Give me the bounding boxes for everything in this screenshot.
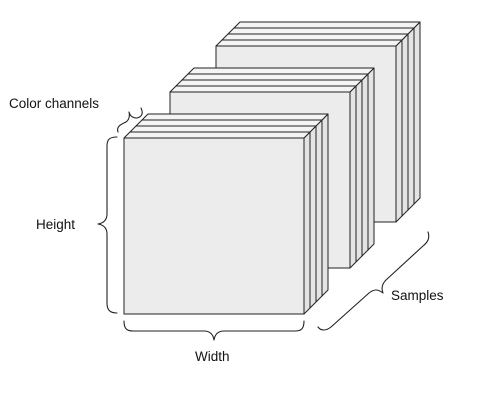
height-brace (97, 136, 118, 314)
width-label: Width (195, 349, 230, 364)
channel-sheet-side (361, 73, 369, 257)
channel-sheet-side (355, 79, 363, 263)
samples-label: Samples (391, 288, 444, 303)
samples-brace (317, 231, 430, 331)
channel-sheet-side (303, 131, 311, 315)
channel-sheet-top (227, 27, 415, 35)
channel-sheet-side (401, 33, 409, 217)
sample-1 (123, 113, 329, 315)
channel-sheet-top (135, 119, 323, 127)
color-channels-brace (117, 107, 143, 133)
channel-sheet-side (413, 21, 421, 205)
channel-sheet-top (221, 33, 409, 41)
channel-sheet-top (215, 39, 403, 47)
channel-sheet-side (309, 125, 317, 309)
channel-sheet-side (321, 113, 329, 297)
channel-sheet-side (315, 119, 323, 303)
channel-sheet (123, 137, 305, 315)
sample-stacks (123, 21, 421, 315)
height-label: Height (36, 217, 75, 232)
channel-sheet-top (123, 131, 311, 139)
channel-sheet-side (367, 67, 375, 251)
channel-sheet-side (407, 27, 415, 211)
channel-sheet-top (187, 67, 375, 75)
channel-sheet-top (129, 125, 317, 133)
channel-sheet-top (141, 113, 329, 121)
channel-sheet-top (233, 21, 421, 29)
channel-sheet-side (395, 39, 403, 223)
channel-sheet-side (349, 85, 357, 269)
channel-sheet-top (169, 85, 357, 93)
channel-sheet-top (175, 79, 363, 87)
width-brace (123, 320, 305, 341)
channel-sheet-top (181, 73, 369, 81)
color-channels-label: Color channels (9, 96, 99, 111)
